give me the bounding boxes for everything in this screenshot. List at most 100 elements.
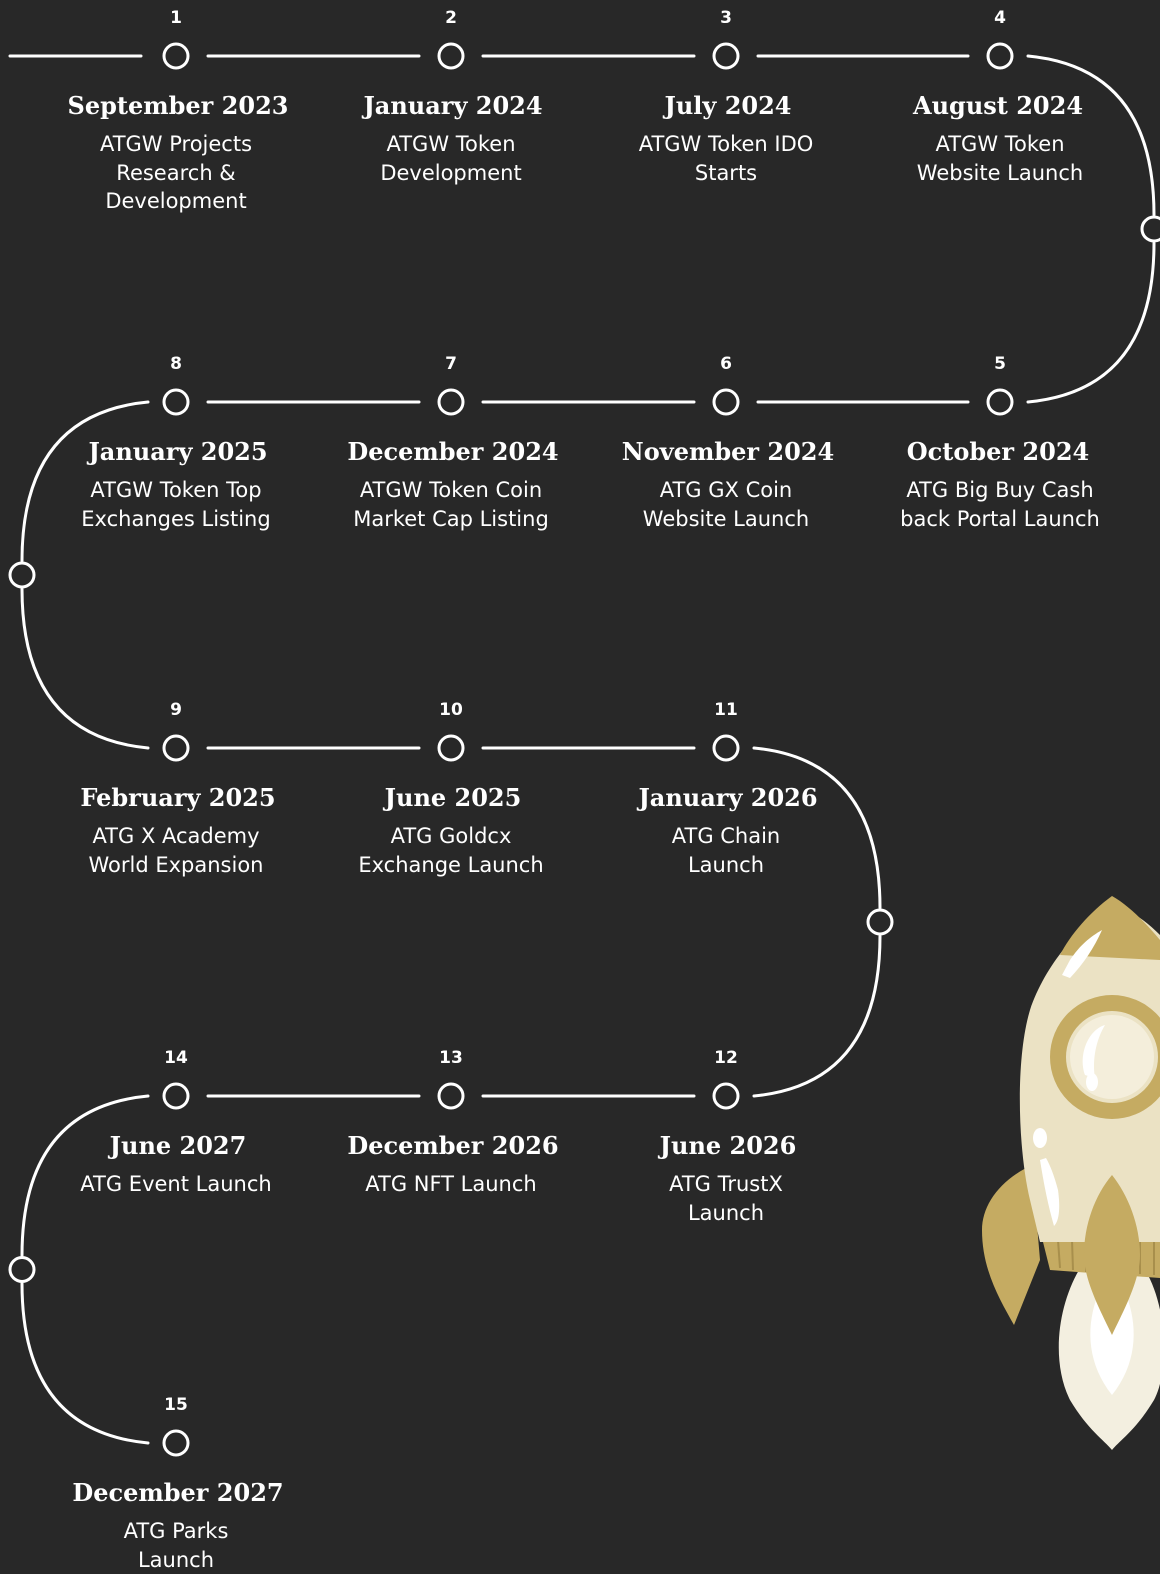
turn-node — [10, 563, 34, 587]
milestone-description: ATG Event Launch — [56, 1170, 296, 1199]
milestone-node — [439, 1084, 463, 1108]
milestone-description-line: Market Cap Listing — [331, 505, 571, 534]
milestone-number: 14 — [146, 1048, 206, 1068]
milestone-description-line: ATGW Token Coin — [331, 476, 571, 505]
milestone-date: January 2025 — [38, 437, 318, 467]
milestone-date: July 2024 — [588, 91, 868, 121]
milestone-description-line: ATG NFT Launch — [331, 1170, 571, 1199]
turn-node — [10, 1258, 34, 1282]
milestone-description: ATG NFT Launch — [331, 1170, 571, 1199]
milestone-description-line: ATGW Token — [331, 130, 571, 159]
milestone-node — [714, 390, 738, 414]
milestone-description-line: ATGW Projects — [56, 130, 296, 159]
turn-node — [1142, 217, 1160, 241]
milestone-number: 11 — [696, 700, 756, 720]
milestone-node — [164, 1084, 188, 1108]
milestone-date: August 2024 — [858, 91, 1138, 121]
milestone-description-line: Launch — [56, 1546, 296, 1574]
milestone-date: January 2026 — [588, 783, 868, 813]
turn-right-2-lower — [754, 936, 880, 1096]
milestone-description-line: back Portal Launch — [880, 505, 1120, 534]
milestone-date: December 2027 — [38, 1478, 318, 1508]
milestone-date: October 2024 — [858, 437, 1138, 467]
milestone-description-line: ATGW Token — [880, 130, 1120, 159]
milestone-node — [988, 44, 1012, 68]
milestone-description-line: ATG X Academy — [56, 822, 296, 851]
milestone-date: December 2024 — [313, 437, 593, 467]
milestone-number: 12 — [696, 1048, 756, 1068]
milestone-number: 2 — [421, 8, 481, 28]
milestone-description-line: ATG Goldcx — [331, 822, 571, 851]
milestone-description-line: ATGW Token Top — [56, 476, 296, 505]
rocket-window-glass — [1070, 1015, 1154, 1099]
milestone-description-line: Starts — [606, 159, 846, 188]
milestone-number: 13 — [421, 1048, 481, 1068]
milestone-number: 3 — [696, 8, 756, 28]
milestone-number: 9 — [146, 700, 206, 720]
milestone-node — [164, 44, 188, 68]
milestone-description-line: Website Launch — [880, 159, 1120, 188]
milestone-node — [714, 736, 738, 760]
milestone-description-line: Website Launch — [606, 505, 846, 534]
milestone-date: November 2024 — [588, 437, 868, 467]
milestone-description-line: Launch — [606, 1199, 846, 1228]
milestone-node — [164, 736, 188, 760]
milestone-node — [439, 44, 463, 68]
milestone-description-line: ATG Big Buy Cash — [880, 476, 1120, 505]
milestone-description-line: Exchange Launch — [331, 851, 571, 880]
turn-left-1-lower — [22, 589, 148, 748]
milestone-number: 6 — [696, 354, 756, 374]
milestone-date: January 2024 — [313, 91, 593, 121]
rocket-icon — [982, 896, 1160, 1450]
milestone-description-line: Research & — [56, 159, 296, 188]
milestone-description-line: ATG Parks — [56, 1517, 296, 1546]
milestone-description-line: World Expansion — [56, 851, 296, 880]
turn-node — [868, 910, 892, 934]
milestone-description-line: ATGW Token IDO — [606, 130, 846, 159]
milestone-node — [439, 390, 463, 414]
milestone-description-line: ATG TrustX — [606, 1170, 846, 1199]
milestone-number: 4 — [970, 8, 1030, 28]
milestone-description-line: ATG Event Launch — [56, 1170, 296, 1199]
milestone-description-line: Exchanges Listing — [56, 505, 296, 534]
turn-right-1-lower — [1028, 243, 1154, 402]
milestone-date: February 2025 — [38, 783, 318, 813]
milestone-node — [164, 390, 188, 414]
milestone-number: 7 — [421, 354, 481, 374]
milestone-date: December 2026 — [313, 1131, 593, 1161]
milestone-node — [714, 1084, 738, 1108]
milestone-node — [988, 390, 1012, 414]
milestone-number: 8 — [146, 354, 206, 374]
rocket-nose-cone — [1060, 896, 1160, 960]
milestone-number: 5 — [970, 354, 1030, 374]
milestone-date: September 2023 — [38, 91, 318, 121]
milestone-date: June 2026 — [588, 1131, 868, 1161]
milestone-description-line: ATG GX Coin — [606, 476, 846, 505]
milestone-description-line: Development — [56, 187, 296, 216]
milestone-node — [439, 736, 463, 760]
milestone-number: 15 — [146, 1395, 206, 1415]
milestone-number: 1 — [146, 8, 206, 28]
milestone-node — [714, 44, 738, 68]
milestone-number: 10 — [421, 700, 481, 720]
milestone-description-line: Launch — [606, 851, 846, 880]
milestone-node — [164, 1431, 188, 1455]
milestone-date: June 2025 — [313, 783, 593, 813]
milestone-description-line: Development — [331, 159, 571, 188]
milestone-date: June 2027 — [38, 1131, 318, 1161]
turn-left-2-lower — [22, 1284, 148, 1444]
milestone-description-line: ATG Chain — [606, 822, 846, 851]
